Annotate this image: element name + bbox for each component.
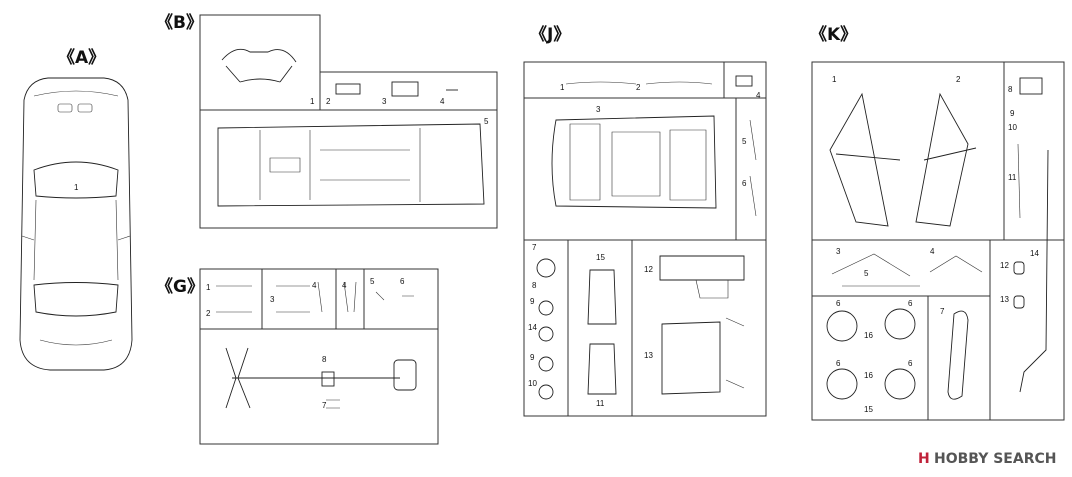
interior-tub bbox=[551, 115, 717, 209]
part-number: 4 bbox=[342, 281, 347, 290]
section-a: 《A》 1 bbox=[19, 47, 133, 371]
small-parts-k bbox=[1017, 77, 1049, 393]
wheels-j bbox=[536, 258, 556, 400]
part-number: 4 bbox=[312, 281, 317, 290]
part-number: 13 bbox=[1000, 295, 1009, 304]
part-number: 6 bbox=[908, 299, 913, 308]
sprue-frame-b bbox=[199, 14, 498, 229]
part-number: 5 bbox=[864, 269, 869, 278]
part-number: 16 bbox=[864, 371, 873, 380]
part-number: 15 bbox=[596, 253, 605, 262]
watermark-text: HOBBY SEARCH bbox=[934, 451, 1056, 467]
part-number: 3 bbox=[382, 97, 387, 106]
floor-part-13 bbox=[661, 317, 745, 395]
watermark-logo-mark: H bbox=[918, 451, 930, 467]
part-number: 6 bbox=[836, 359, 841, 368]
part-number: 3 bbox=[270, 295, 275, 304]
part-number: 4 bbox=[756, 91, 761, 100]
part-number: 1 bbox=[74, 183, 79, 192]
part-number: 1 bbox=[206, 283, 211, 292]
part-k13 bbox=[1013, 295, 1025, 309]
part-number: 9 bbox=[1010, 109, 1015, 118]
part-number: 2 bbox=[326, 97, 331, 106]
part-number: 7 bbox=[940, 307, 945, 316]
part-number: 6 bbox=[400, 277, 405, 286]
part-number: 10 bbox=[1008, 123, 1017, 132]
spoiler-part bbox=[947, 310, 969, 400]
dashboard-part bbox=[659, 255, 745, 299]
part-number: 5 bbox=[370, 277, 375, 286]
wiper-parts bbox=[749, 119, 757, 217]
section-b-label: 《B》 bbox=[156, 12, 203, 33]
part-number: 15 bbox=[864, 405, 873, 414]
section-a-label: 《A》 bbox=[58, 47, 105, 68]
part-number: 2 bbox=[956, 75, 961, 84]
part-number: 4 bbox=[930, 247, 935, 256]
rear-axle-assembly bbox=[225, 347, 417, 409]
section-g-label: 《G》 bbox=[156, 276, 204, 297]
chassis-floor-pan bbox=[217, 123, 485, 207]
part-j4 bbox=[735, 75, 753, 87]
front-suspension-part bbox=[221, 48, 297, 83]
part-number: 4 bbox=[440, 97, 445, 106]
trim-parts-k bbox=[831, 253, 983, 287]
shock-absorbers bbox=[216, 281, 414, 313]
part-number: 10 bbox=[528, 379, 537, 388]
part-number: 11 bbox=[1008, 173, 1017, 182]
sprue-frame-j bbox=[523, 61, 767, 417]
section-b: 《B》 1 2 3 4 5 bbox=[156, 12, 498, 229]
car-body-top-view bbox=[19, 77, 133, 371]
part-number: 3 bbox=[596, 105, 601, 114]
section-j-label: 《J》 bbox=[530, 24, 570, 45]
part-number: 6 bbox=[908, 359, 913, 368]
sprue-frame-k bbox=[811, 61, 1065, 421]
section-g: 《G》 1 2 3 4 4 5 6 8 7 bbox=[156, 268, 439, 445]
part-number: 1 bbox=[310, 97, 315, 106]
part-number: 8 bbox=[532, 281, 537, 290]
section-k: 《K》 1 2 8 9 10 11 3 4 5 12 14 13 bbox=[810, 24, 1065, 421]
part-number: 1 bbox=[560, 83, 565, 92]
part-number: 12 bbox=[1000, 261, 1009, 270]
part-number: 11 bbox=[596, 399, 605, 408]
part-number: 2 bbox=[636, 83, 641, 92]
part-number: 5 bbox=[484, 117, 489, 126]
part-number: 7 bbox=[532, 243, 537, 252]
part-number: 2 bbox=[206, 309, 211, 318]
part-b2 bbox=[335, 83, 361, 95]
window-trim-parts bbox=[565, 81, 713, 85]
section-k-label: 《K》 bbox=[810, 24, 857, 45]
part-number: 8 bbox=[322, 355, 327, 364]
wheel-discs-k bbox=[826, 308, 916, 400]
section-j: 《J》 1 2 3 4 5 6 bbox=[523, 24, 767, 417]
part-number: 7 bbox=[322, 401, 327, 410]
part-number: 14 bbox=[1030, 249, 1039, 258]
part-number: 9 bbox=[530, 297, 535, 306]
sprue-frame-g bbox=[199, 268, 439, 445]
seats-j bbox=[587, 269, 617, 395]
part-k12 bbox=[1013, 261, 1025, 275]
part-number: 8 bbox=[1008, 85, 1013, 94]
part-number: 9 bbox=[530, 353, 535, 362]
part-number: 3 bbox=[836, 247, 841, 256]
watermark: H HOBBY SEARCH bbox=[918, 451, 1056, 467]
part-b3 bbox=[391, 81, 419, 97]
part-number: 5 bbox=[742, 137, 747, 146]
part-number: 6 bbox=[836, 299, 841, 308]
part-number: 6 bbox=[742, 179, 747, 188]
part-number: 16 bbox=[864, 331, 873, 340]
part-number: 14 bbox=[528, 323, 537, 332]
part-number: 13 bbox=[644, 351, 653, 360]
part-number: 12 bbox=[644, 265, 653, 274]
part-number: 1 bbox=[832, 75, 837, 84]
window-frames-k bbox=[829, 92, 977, 227]
